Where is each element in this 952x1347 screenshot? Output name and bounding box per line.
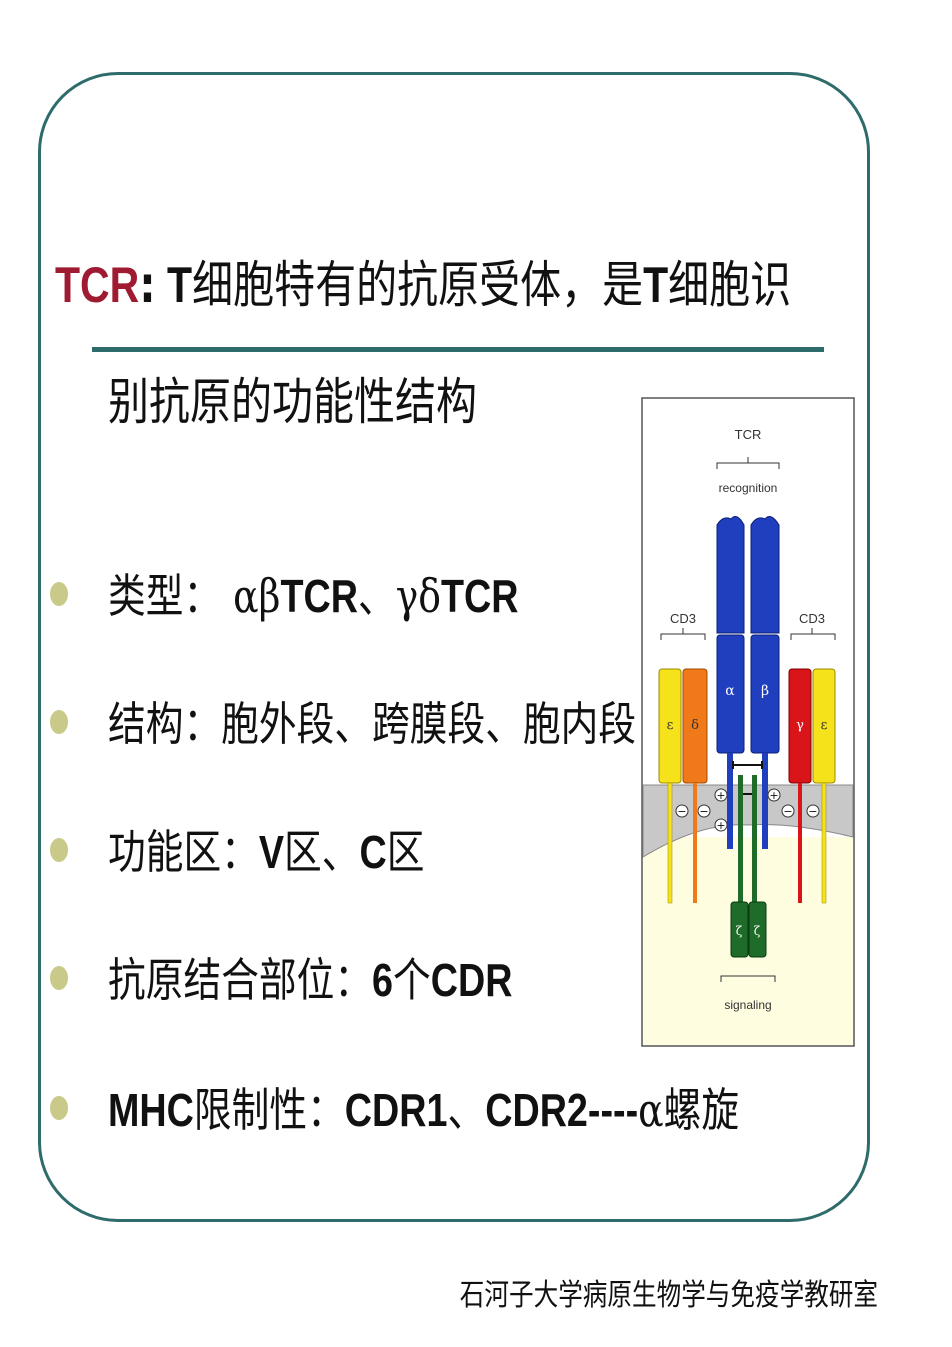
bullet-label: 抗原结合部位： [108,953,373,1007]
cd3-epsilon-right-tail [821,782,827,904]
plain-text: 区 [386,825,425,879]
svg-text:+: + [769,789,778,802]
plain-text: 、 [447,1083,486,1137]
svg-text:+: + [716,789,725,802]
zeta-stalk-1 [738,775,743,905]
cd3-gamma-tail [798,783,802,903]
bold-text: C [359,826,387,878]
separator: 、 [357,569,396,623]
svg-text:+: + [716,819,725,832]
bullet-dot [50,582,68,606]
title-colon: : [139,256,156,314]
bold-text: TCR [280,570,358,622]
title-text2: 细胞识 [668,256,792,314]
bold-text: CDR1 [344,1084,448,1136]
membrane-charges: − − + + + − − [675,788,820,832]
tcr-beta-tm [762,753,768,849]
bullet-label: 限制性： [193,1083,345,1137]
slide-title: TCR: T细胞特有的抗原受体，是T细胞识 [55,256,791,314]
svg-text:−: − [677,805,686,818]
bullet-dot [50,1096,68,1120]
signaling-label: signaling [724,998,771,1012]
zeta-chain-1 [730,901,749,958]
svg-text:−: − [808,805,817,818]
svg-text:−: − [783,805,792,818]
cd3-delta-tail [693,783,697,903]
title-text1: 细胞特有的抗原受体，是 [192,256,644,314]
plain-text: 螺旋 [663,1083,740,1137]
bullet-dot [50,838,68,862]
bullet-dot [50,710,68,734]
tcr-bracket [716,457,780,469]
delta-label: δ [691,718,699,733]
zeta2-label: ζ [754,924,761,938]
bullet-label: 功能区： [108,825,259,879]
gamma-label: γ [796,718,804,733]
beta-label: β [761,683,769,699]
greek-text: α [638,1083,664,1137]
cd3-left-bracket [660,628,706,640]
slide-frame [38,72,870,1222]
tcr-cd3-diagram: TCR recognition α β CD3 CD3 ε δ γ ε − − … [641,397,855,1047]
bullet-dot [50,966,68,990]
cd3-epsilon-left-tail [667,782,673,904]
disulfide-bond-top [732,761,763,769]
tcr-label: TCR [735,427,762,442]
cd3-right-label: CD3 [799,611,825,626]
title-underline [92,347,824,352]
footer-institution: 石河子大学病原生物学与免疫学教研室 [459,1278,878,1313]
title-t2: T [643,257,669,313]
bold-text: CDR [430,954,513,1006]
tcr-alpha-v [716,516,745,634]
plain-text: 个 [393,953,431,1007]
bold-text: CDR2---- [485,1084,639,1136]
epsilon-right-label: ε [821,718,828,733]
cd3-right-bracket [790,628,836,640]
title-tcr: TCR [55,257,140,313]
signaling-bracket [720,975,776,982]
plain-text: 区、 [284,825,360,879]
zeta-stalk-2 [752,775,757,905]
bold-text: V [258,826,285,878]
zeta1-label: ζ [736,924,743,938]
tcr-beta-v [750,516,780,634]
tcr-alpha-tm [727,753,733,849]
alpha-label: α [725,683,735,699]
greek-text: αβ [233,569,281,623]
zeta-chain-2 [748,901,767,958]
bold-text: TCR [440,570,519,622]
cd3-left-label: CD3 [670,611,696,626]
epsilon-left-label: ε [667,718,674,733]
bold-text: 6 [372,954,394,1006]
greek-text: γδ [395,569,441,623]
svg-text:−: − [699,805,708,818]
bullet-label: 结构：胞外段、跨膜段、胞内段 [108,697,637,751]
recognition-label: recognition [719,481,778,495]
bullet-label: 类型： [108,569,222,623]
bold-text: MHC [108,1084,194,1136]
title-t1: T [155,257,193,313]
slide-title-line2: 别抗原的功能性结构 [108,373,477,431]
